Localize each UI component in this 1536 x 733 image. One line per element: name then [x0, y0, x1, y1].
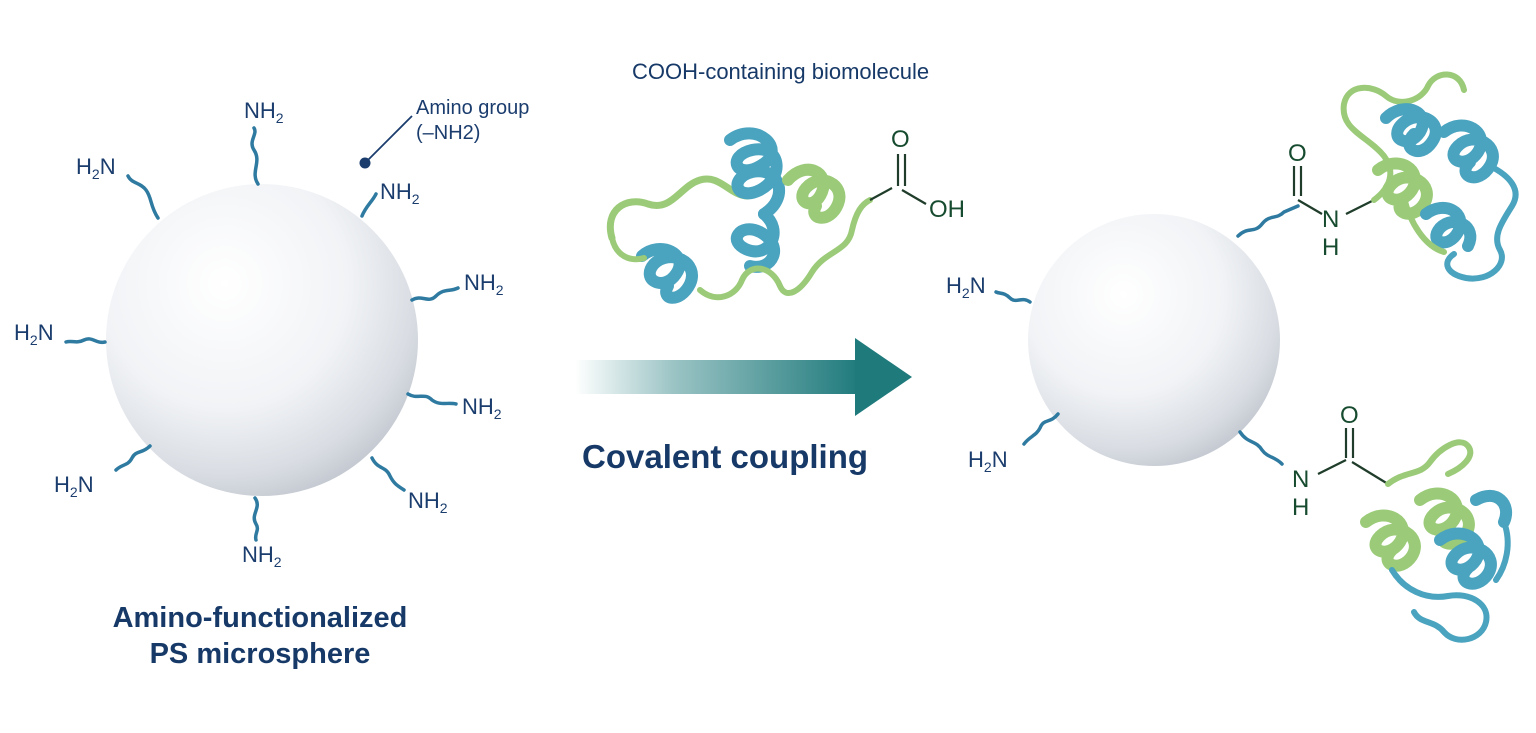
carboxyl-o: O — [891, 126, 910, 153]
amide-bottom-h: H — [1292, 494, 1310, 521]
reaction-arrow — [575, 338, 912, 416]
carboxyl-oh: OH — [929, 196, 965, 223]
left-group-bottom: NH2 — [242, 542, 282, 570]
amide-bottom-o: O — [1340, 402, 1359, 429]
amino-callout-pointer — [359, 115, 413, 169]
amide-top-n: N — [1322, 206, 1340, 233]
biomolecule-ribbon — [606, 127, 873, 304]
left-group-right-lower: NH2 — [462, 394, 502, 422]
amide-top-bonds — [1292, 166, 1375, 215]
right-microsphere — [1028, 214, 1280, 466]
left-sphere-title: Amino-functionalized PS microsphere — [60, 600, 460, 673]
left-group-left: H2N — [14, 320, 54, 348]
left-microsphere — [106, 184, 418, 496]
reaction-label: Covalent coupling — [582, 438, 869, 475]
right-group-lower: H2N — [968, 447, 1008, 475]
left-group-lower-right: NH2 — [408, 488, 448, 516]
amide-top-h: H — [1322, 234, 1340, 261]
amino-group-callout: Amino group (–NH2) — [416, 96, 529, 146]
left-group-top: NH2 — [244, 98, 284, 126]
left-group-upper-left: H2N — [76, 154, 116, 182]
callout-line1: Amino group — [416, 97, 530, 119]
left-group-upper-right: NH2 — [380, 179, 420, 207]
right-amino-linkers — [994, 204, 1300, 466]
left-group-right-upper: NH2 — [464, 270, 504, 298]
carboxyl-bonds — [869, 154, 927, 205]
right-group-upper: H2N — [946, 273, 986, 301]
amide-bottom-bonds — [1317, 428, 1389, 485]
left-title-line2: PS microsphere — [149, 638, 371, 671]
amide-bottom-n: N — [1292, 466, 1310, 493]
biomolecule-title: COOH-containing biomolecule — [632, 59, 930, 84]
bound-protein-bottom — [1360, 439, 1512, 643]
callout-line2: (–NH2) — [416, 122, 481, 144]
left-group-lower-left: H2N — [54, 472, 94, 500]
left-amino-linkers — [64, 126, 460, 542]
amide-top-o: O — [1288, 140, 1307, 167]
left-title-line1: Amino-functionalized — [112, 602, 408, 634]
bound-protein-top — [1340, 71, 1519, 282]
